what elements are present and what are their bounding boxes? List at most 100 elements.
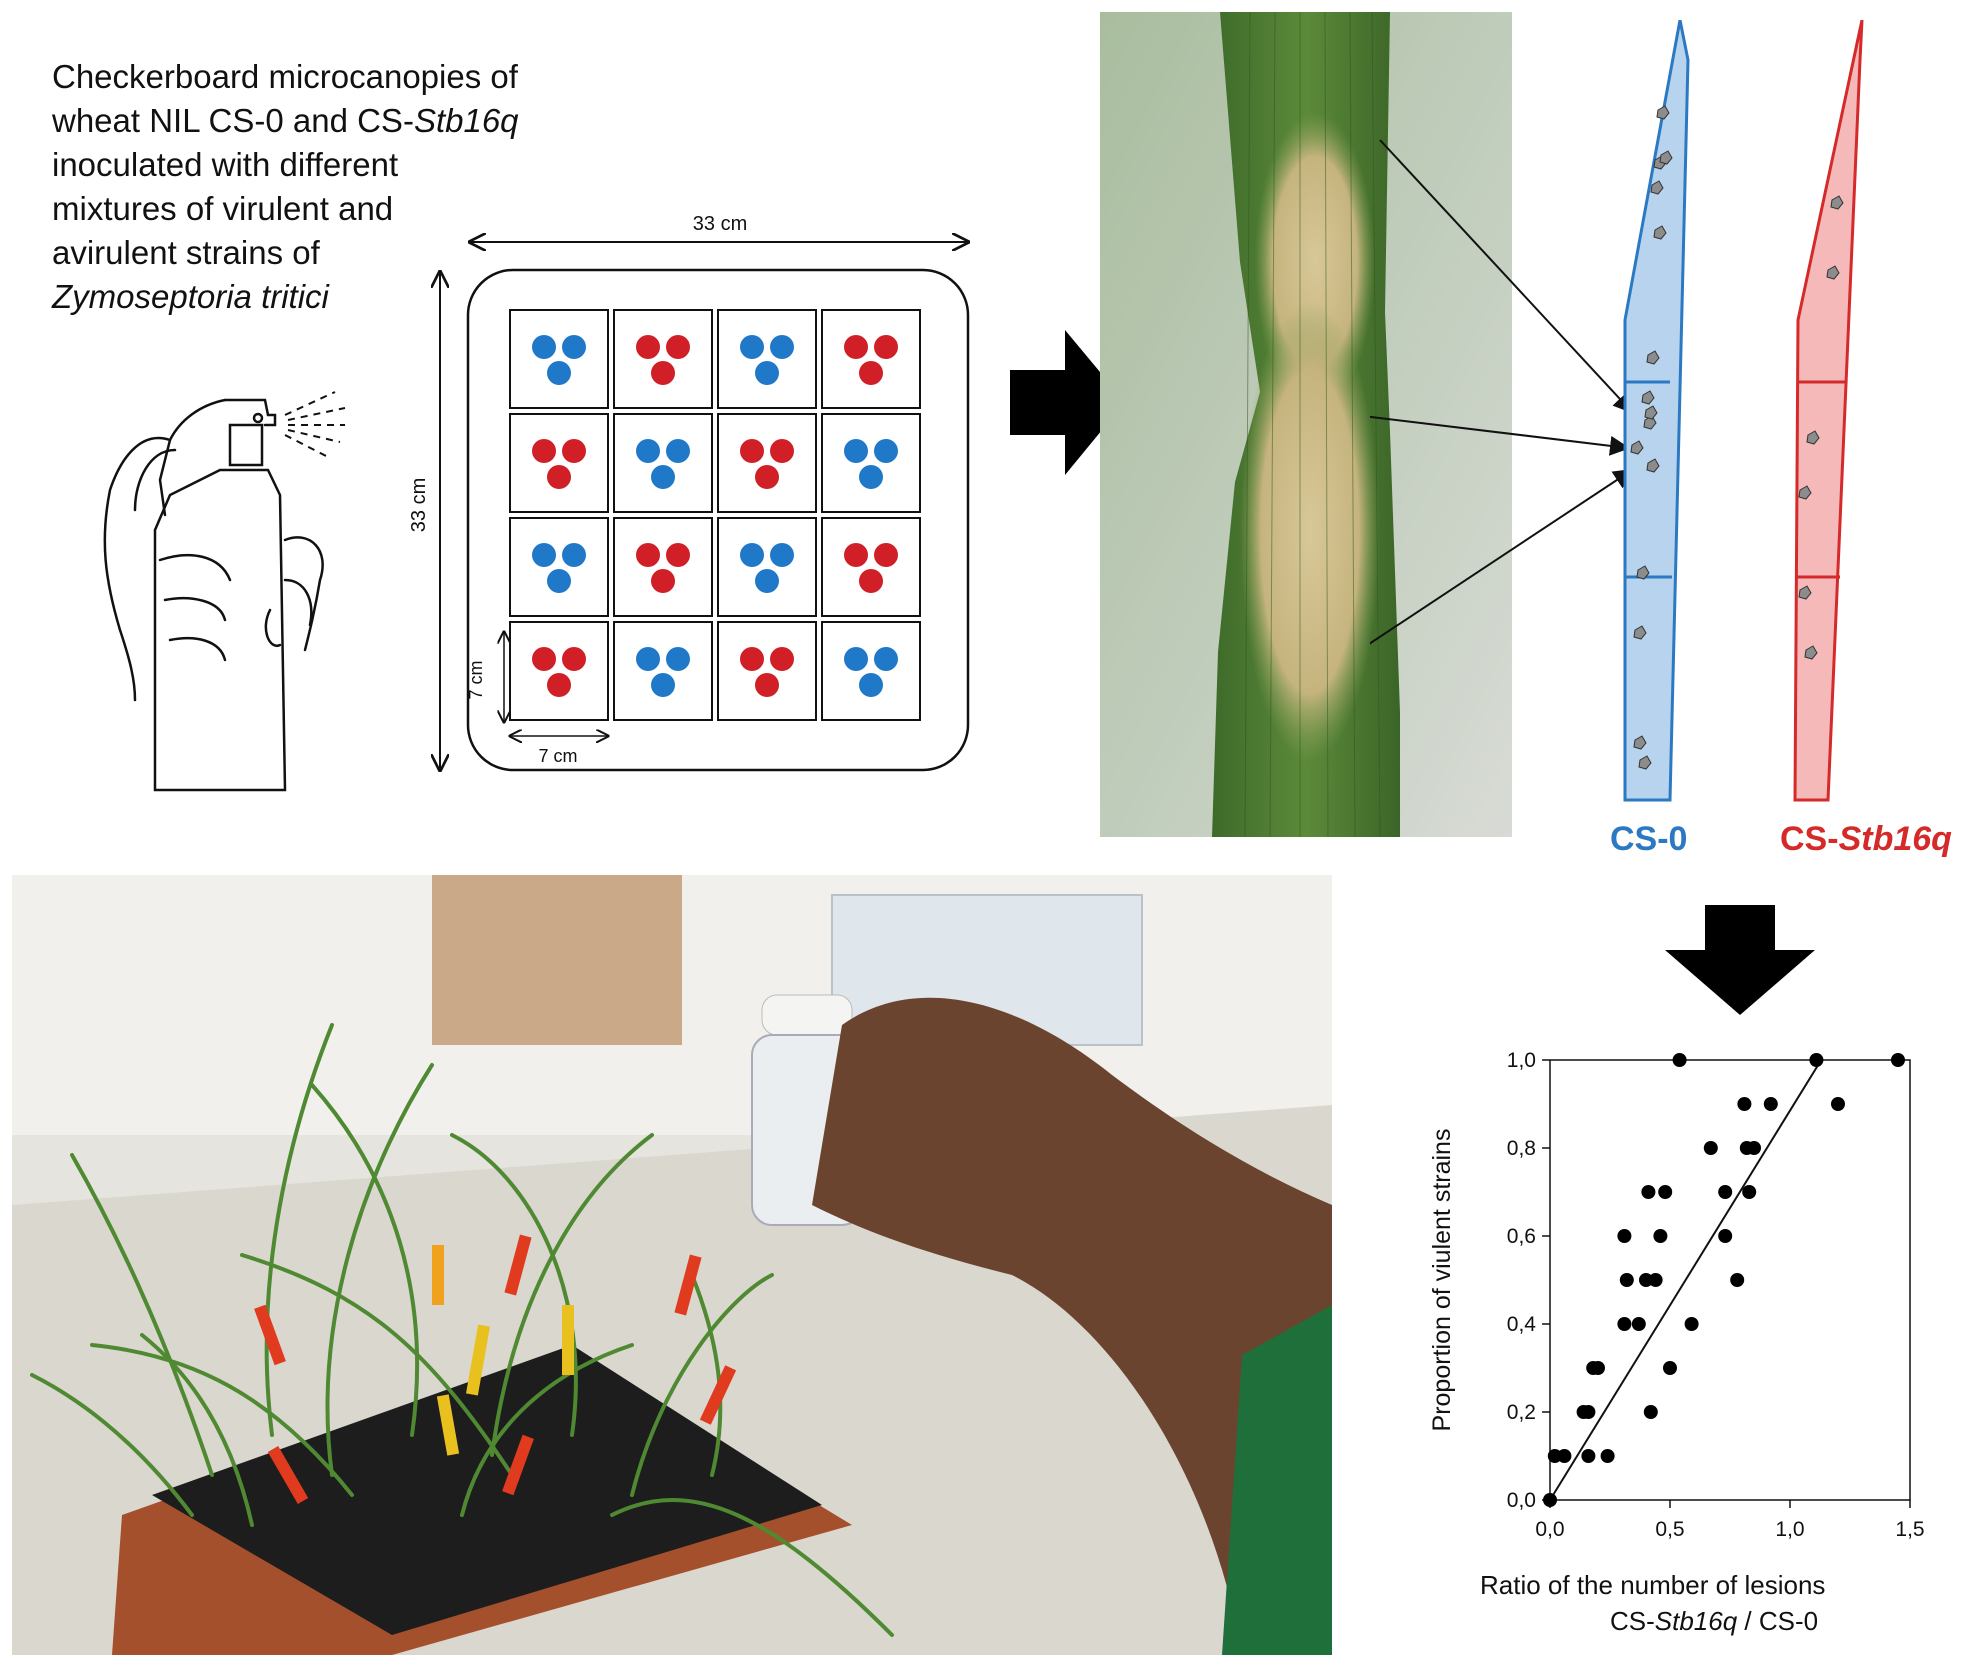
strain-dot [874,543,898,567]
strain-dot [562,335,586,359]
tray-cells [509,309,921,721]
strain-dot [636,335,660,359]
strain-dot [770,543,794,567]
strain-dot [532,335,556,359]
lesion-arrows [1370,139,1634,645]
strain-dot [562,543,586,567]
strain-dot [532,647,556,671]
y-tick-label: 0,0 [1507,1489,1536,1512]
strain-dot [844,335,868,359]
spraying-photo [12,875,1332,1655]
strain-dot [651,465,675,489]
tray-cell [509,621,609,721]
cell-width-label: 7 cm [538,746,577,766]
intro-line-2: wheat NIL CS-0 and CS-Stb16q [52,102,519,139]
strain-dot [859,465,883,489]
data-point [1737,1097,1752,1111]
data-point [1617,1229,1632,1243]
data-point [1600,1449,1615,1463]
x-tick-label: 0,5 [1655,1518,1684,1541]
strain-dot [740,543,764,567]
strain-dot [874,647,898,671]
tray-diagram: 33 cm 33 cm 7 cm 7 cm [408,213,1010,790]
data-point [1641,1185,1656,1199]
tray-cell [717,413,817,513]
data-point [1891,1053,1905,1067]
intro-line-5: avirulent strains of [52,234,320,271]
data-point [1581,1405,1596,1419]
regression-line [1549,1059,1823,1501]
strain-dot [770,647,794,671]
strain-dot [755,361,779,385]
tray-width-label: 33 cm [693,213,747,235]
strain-dot [547,673,571,697]
tray-cell [717,309,817,409]
strain-dot [844,647,868,671]
strain-dot [770,335,794,359]
strain-dot [844,543,868,567]
strain-dot [532,439,556,463]
strain-dot [874,439,898,463]
data-point [1730,1273,1745,1287]
data-point [1831,1097,1845,1111]
plot-frame [1549,1059,1911,1501]
data-point [1663,1361,1677,1375]
x-axis-label-line2: CS-Stb16q / CS-0 [1610,1606,1819,1636]
y-tick-label: 1,0 [1507,1049,1536,1072]
intro-line-3: inoculated with different [52,146,399,183]
data-point [1543,1493,1557,1507]
strain-dot [874,335,898,359]
data-point [1631,1317,1646,1331]
intro-text: Checkerboard microcanopies of wheat NIL … [52,55,572,319]
data-point [1672,1053,1687,1067]
data-point [1648,1273,1663,1287]
strain-dot [755,569,779,593]
strain-dot [859,673,883,697]
data-point [1684,1317,1699,1331]
data-point [1617,1317,1632,1331]
strain-dot [666,439,690,463]
tray-cell [717,517,817,617]
data-point [1653,1229,1668,1243]
data-points [1543,1053,1905,1507]
data-point [1742,1185,1757,1199]
strain-dot [740,647,764,671]
strain-dot [651,569,675,593]
right-arrow-icon [1010,330,1125,475]
strain-dot [651,673,675,697]
cs0-label: CS-0 [1610,820,1688,858]
x-axis-label-line1: Ratio of the number of lesions [1480,1570,1826,1600]
tray-cell [613,621,713,721]
tray-cell [821,309,921,409]
strain-dot [859,361,883,385]
tray-cell [821,621,921,721]
strain-dot [740,439,764,463]
strain-dot [755,673,779,697]
spray-bottle-hand-icon [103,391,346,792]
data-point [1658,1185,1673,1199]
cs0-leaf [1623,20,1690,802]
strain-dot [532,543,556,567]
data-point [1619,1273,1634,1287]
strain-dot [547,569,571,593]
data-point [1639,1273,1653,1287]
strain-dot [547,465,571,489]
y-tick-label: 0,6 [1507,1225,1536,1248]
x-tick-label: 0,0 [1535,1518,1564,1541]
x-tick-label: 1,5 [1895,1518,1924,1541]
intro-line-1: Checkerboard microcanopies of [52,58,518,95]
csstb-leaf [1793,20,1864,802]
tray-cell [509,413,609,513]
tray-cell [717,621,817,721]
csstb-label: CS-Stb16q [1780,820,1952,858]
data-point [1581,1449,1596,1463]
strain-dot [859,569,883,593]
tray-cell [821,413,921,513]
strain-dot [740,335,764,359]
data-point [1557,1449,1572,1463]
data-point [1718,1185,1733,1199]
tray-height-label: 33 cm [408,478,430,532]
data-point [1809,1053,1824,1067]
